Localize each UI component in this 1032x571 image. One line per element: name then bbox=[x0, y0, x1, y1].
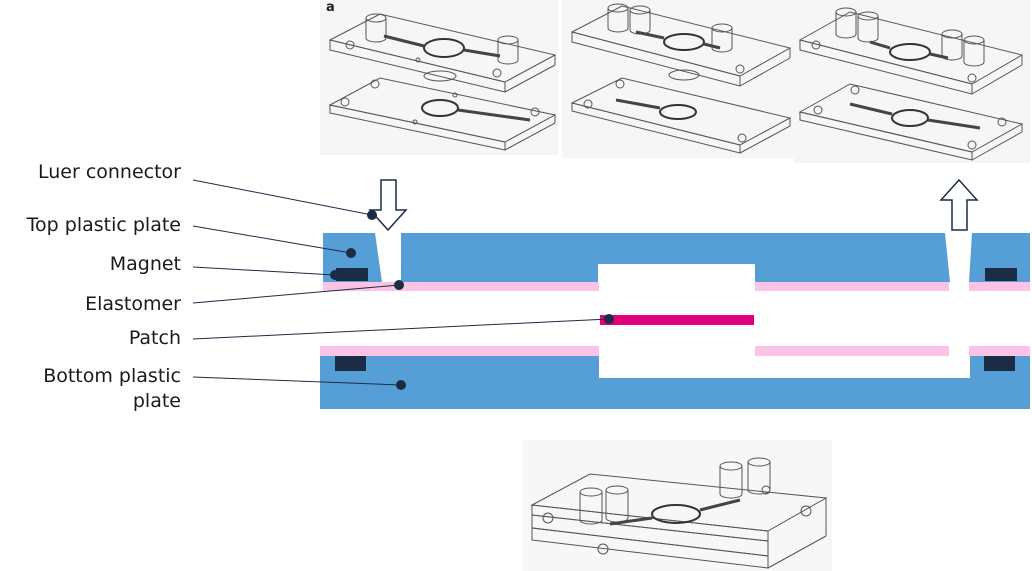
leader-top-plate bbox=[192, 225, 352, 254]
iso-drawing-assembled bbox=[530, 457, 828, 569]
label-luer-connector: Luer connector bbox=[37, 161, 181, 183]
top-plastic-plate bbox=[323, 233, 1030, 282]
label-patch: Patch bbox=[128, 327, 181, 349]
leader-magnet bbox=[192, 266, 336, 276]
iso-drawing-3 bbox=[798, 7, 1024, 161]
dot-magnet bbox=[330, 270, 340, 280]
magnet-bottom-right bbox=[984, 356, 1015, 371]
bottom-elastomer-right bbox=[755, 346, 949, 356]
label-bottom-plastic-plate: Bottom plastic plate bbox=[43, 365, 181, 412]
dot-luer bbox=[367, 210, 377, 220]
bottom-elastomer-edge bbox=[969, 346, 1030, 356]
leader-bottom-plate bbox=[192, 376, 402, 386]
panel-letter: a bbox=[326, 0, 335, 15]
leader-elastomer bbox=[192, 284, 400, 304]
cross-section bbox=[320, 233, 1030, 409]
magnet-top-right bbox=[985, 268, 1017, 281]
bottom-elastomer bbox=[320, 346, 599, 356]
patch bbox=[600, 315, 754, 325]
magnet-top-left bbox=[336, 268, 368, 281]
dot-bottom-plate bbox=[396, 380, 406, 390]
label-top-plastic-plate: Top plastic plate bbox=[26, 214, 181, 236]
bottom-plastic-plate bbox=[320, 356, 1030, 409]
outlet-arrow-icon bbox=[939, 178, 979, 231]
magnet-bottom-left bbox=[335, 356, 366, 371]
top-elastomer bbox=[323, 282, 599, 291]
top-elastomer-edge bbox=[969, 282, 1030, 291]
iso-panel-1-bg bbox=[320, 0, 558, 155]
leader-patch bbox=[192, 318, 610, 340]
top-elastomer-right bbox=[755, 282, 949, 291]
iso-drawing-1 bbox=[328, 13, 557, 151]
dot-top-plate bbox=[346, 248, 356, 258]
inlet-arrow-icon bbox=[368, 179, 408, 232]
iso-panel-2-bg bbox=[562, 0, 794, 158]
label-elastomer: Elastomer bbox=[85, 293, 181, 315]
iso-drawing-2 bbox=[570, 3, 792, 154]
label-magnet: Magnet bbox=[109, 253, 181, 275]
leader-luer bbox=[192, 179, 373, 216]
dot-elastomer bbox=[394, 280, 404, 290]
dot-patch bbox=[604, 314, 614, 324]
